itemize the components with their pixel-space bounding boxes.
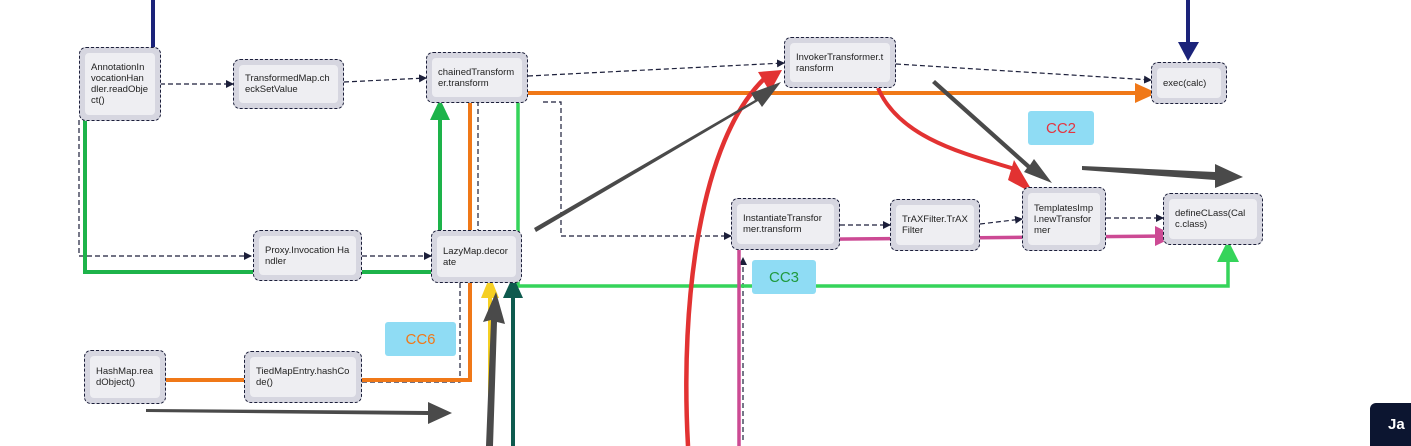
node-label: InvokerTransformer.transform — [790, 43, 890, 82]
node-label: TemplatesImpl.newTransformer — [1028, 193, 1100, 245]
edge-transformedmap-to-chained — [343, 74, 427, 83]
edge-chained-to-instantiate — [543, 101, 732, 240]
label-cc2: CC2 — [1028, 111, 1094, 145]
edge-traxfilter-to-templates — [979, 215, 1023, 225]
edge-invoker-to-exec — [895, 63, 1152, 84]
node-tiedmapentry[interactable]: TiedMapEntry.hashCode() — [244, 351, 362, 403]
node-annotation-handler[interactable]: AnnotationInvocationHandler.readObject() — [79, 47, 161, 121]
node-hashmap[interactable]: HashMap.readObject() — [84, 350, 166, 404]
pink-path — [737, 226, 1176, 446]
node-invoker-transformer[interactable]: InvokerTransformer.transform — [784, 37, 896, 88]
edge-chained-to-invoker — [527, 59, 785, 77]
gray-arrows — [146, 80, 1243, 446]
node-label: InstantiateTransformer.transform — [737, 204, 834, 244]
node-proxy-handler[interactable]: Proxy.Invocation Handler — [253, 230, 362, 281]
node-instantiate-transformer[interactable]: InstantiateTransformer.transform — [731, 198, 840, 250]
node-templates-impl[interactable]: TemplatesImpl.newTransformer — [1022, 187, 1106, 251]
node-label: Proxy.Invocation Handler — [259, 236, 356, 275]
node-label: LazyMap.decorate — [437, 236, 516, 277]
node-label: defineCLass(Calc.class) — [1169, 199, 1257, 239]
edge-annotation-to-proxy — [78, 120, 252, 260]
node-define-class[interactable]: defineCLass(Calc.class) — [1163, 193, 1263, 245]
green-path-cc3 — [516, 96, 1239, 288]
node-label: TransformedMap.checkSetValue — [239, 65, 338, 103]
node-label: TiedMapEntry.hashCode() — [250, 357, 356, 397]
node-label: TrAXFilter.TrAXFilter — [896, 205, 974, 245]
node-label: chainedTransformer.transform — [432, 58, 522, 97]
node-chained-transformer[interactable]: chainedTransformer.transform — [426, 52, 528, 103]
node-transformed-map[interactable]: TransformedMap.checkSetValue — [233, 59, 344, 109]
label-cc6: CC6 — [385, 322, 456, 356]
navy-arrows — [151, 0, 1199, 61]
node-label: HashMap.readObject() — [90, 356, 160, 398]
dashed-connectors — [78, 59, 1164, 440]
node-traxfilter[interactable]: TrAXFilter.TrAXFilter — [890, 199, 980, 251]
label-cc3: CC3 — [752, 260, 816, 294]
corner-button[interactable]: Ja — [1370, 403, 1411, 446]
node-label: exec(calc) — [1157, 68, 1221, 98]
node-label: AnnotationInvocationHandler.readObject() — [85, 53, 155, 115]
node-lazymap[interactable]: LazyMap.decorate — [431, 230, 522, 283]
node-exec[interactable]: exec(calc) — [1151, 62, 1227, 104]
